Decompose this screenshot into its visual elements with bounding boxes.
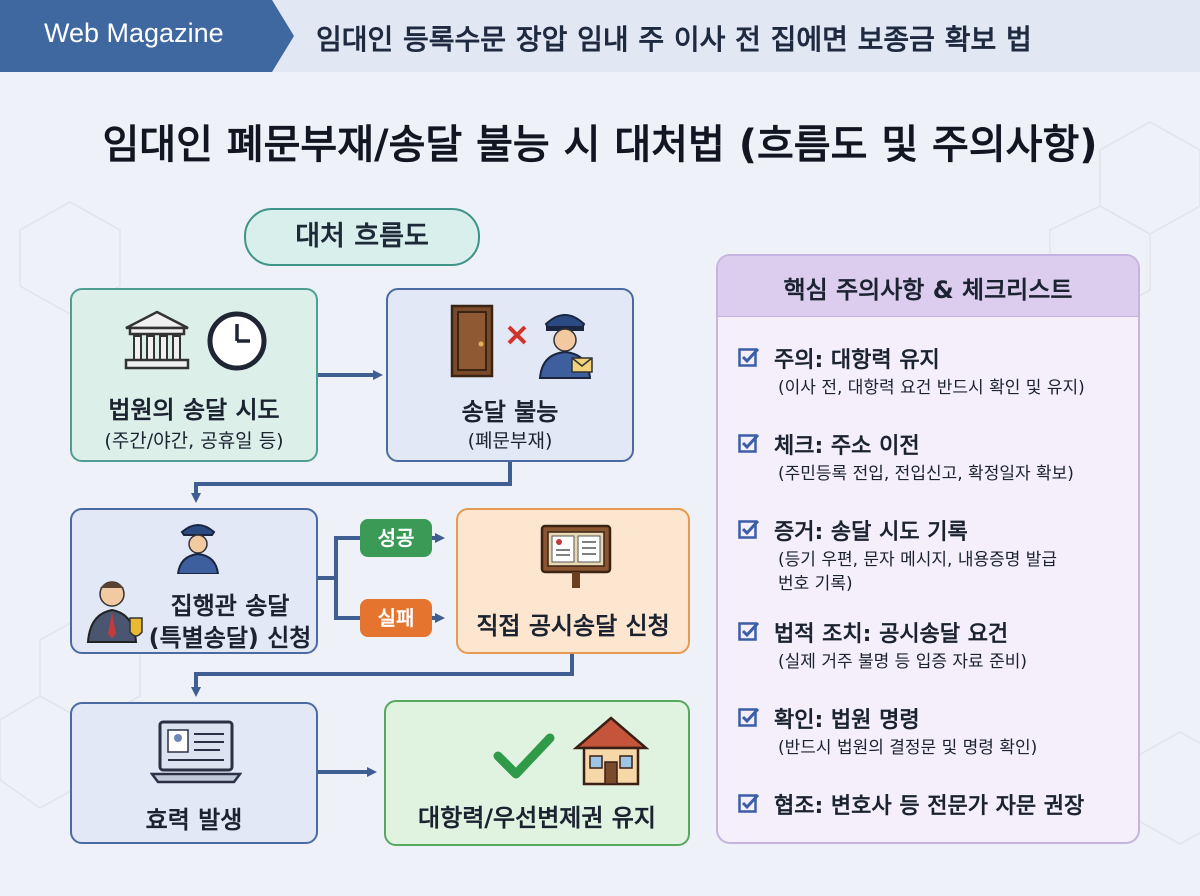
page-title: 임대인 폐문부재/송달 불능 시 대처법 (흐름도 및 주의사항) [102,122,1098,168]
notice-board-icon [540,524,612,588]
checklist-item-detail: (주민등록 전입, 전입신고, 확정일자 확보) [778,464,1074,484]
postman-icon [538,314,593,379]
court-attempt-title: 법원의 송달 시도 [108,396,280,424]
flow-step-bailiff: 집행관 송달 (특별송달) 신청 [70,508,318,654]
cross-icon [507,325,527,345]
clock-icon [207,311,267,371]
agent-badge-icon [86,581,143,643]
bailiff-title: 집행관 송달 [170,592,290,620]
flow-header-pill: 대처 흐름도 [244,208,480,266]
badge-success: 성공 [360,519,432,557]
effect-title: 효력 발생 [145,806,243,834]
court-attempt-sub: (주간/야간, 공휴일 등) [104,430,284,452]
laptop-icon [150,720,242,784]
checklist-header: 핵심 주의사항 & 체크리스트 [718,256,1138,317]
checklist-panel: 핵심 주의사항 & 체크리스트 주의: 대항력 유지 (이사 전, 대항력 요건… [716,254,1140,844]
checkbox-checked-icon [738,433,760,453]
checkmark-icon [493,733,555,779]
arrow-notice-to-effect [191,654,574,697]
badge-fail: 실패 [360,599,432,637]
checklist-item-title: 주의: 대항력 유지 [774,348,940,373]
public-notice-title: 직접 공시송달 신청 [476,612,670,640]
flow-step-delivery-fail: 송달 불능 (폐문부재) [386,288,634,462]
header-headline: 임대인 등록수문 장압 임내 주 이사 전 집에면 보종금 확보 법 [316,23,1032,56]
flow-step-maintain: 대항력/우선변제권 유지 [384,700,690,846]
checklist-item-detail: (반드시 법원의 결정문 및 명령 확인) [778,738,1038,758]
flow-step-court-attempt: 법원의 송달 시도 (주간/야간, 공휴일 등) [70,288,318,462]
checklist-item-title: 협조: 변호사 등 전문가 자문 권장 [774,794,1085,819]
header-tag-arrow [272,0,294,72]
flow-step-effect: 효력 발생 [70,702,318,844]
courthouse-icon [124,310,190,370]
officer-icon [176,524,220,574]
checkbox-checked-icon [738,519,760,539]
checklist-item-detail: (등기 우편, 문자 메시지, 내용증명 발급번호 기록) [778,550,1058,594]
checklist-item-title: 체크: 주소 이전 [774,434,920,459]
maintain-title: 대항력/우선변제권 유지 [418,804,656,832]
checkbox-checked-icon [738,347,760,367]
delivery-fail-title: 송달 불능 [461,398,559,426]
house-icon [572,716,650,786]
header-tag: Web Magazine [0,0,272,72]
door-icon [450,304,494,378]
checkbox-checked-icon [738,621,760,641]
checkbox-checked-icon [738,707,760,727]
checklist-item-title: 확인: 법원 명령 [774,708,920,733]
arrow-fail-to-bailiff [191,462,512,503]
flow-step-public-notice: 직접 공시송달 신청 [456,508,690,654]
checklist-item-title: 증거: 송달 시도 기록 [774,520,968,545]
checklist-item-detail: (실제 거주 불명 등 입증 자료 준비) [778,652,1028,672]
checkbox-checked-icon [738,793,760,813]
checklist-item-title: 법적 조치: 공시송달 요건 [774,622,1009,647]
checklist-title: 핵심 주의사항 & 체크리스트 [783,276,1073,304]
header-tag-label: Web Magazine [44,18,224,48]
delivery-fail-sub: (폐문부재) [467,430,553,452]
bailiff-sub: (특별송달) 신청 [148,624,312,652]
checklist-item-detail: (이사 전, 대항력 요건 반드시 확인 및 유지) [778,378,1085,398]
